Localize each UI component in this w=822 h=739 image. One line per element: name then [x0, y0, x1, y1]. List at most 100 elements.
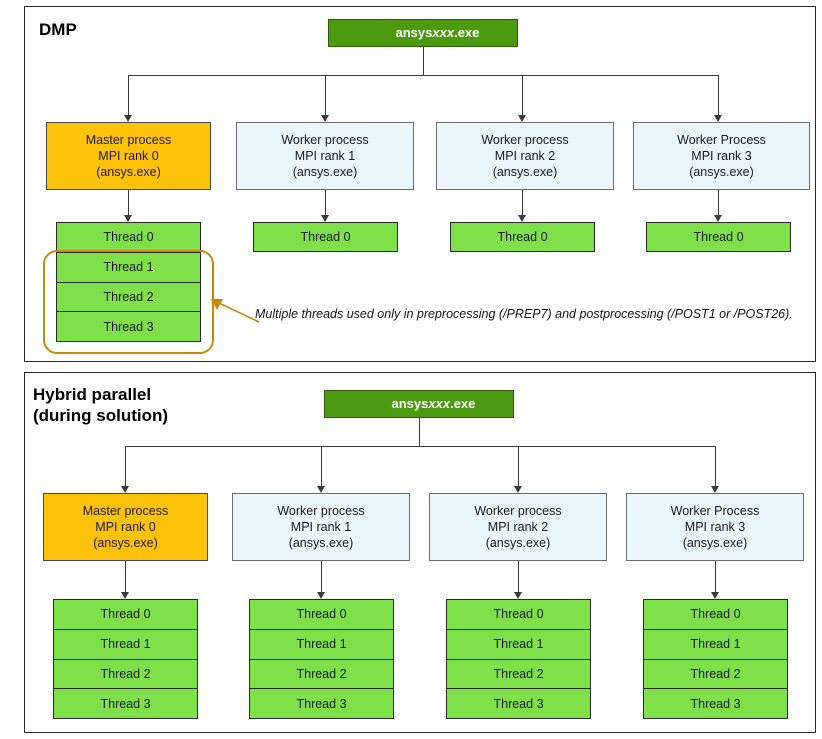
- dmp-process-3-line3: (ansys.exe): [689, 165, 754, 179]
- hybrid-root-process-box: ansysxxx.exe: [324, 390, 514, 418]
- hybrid-connector-drop-2: [518, 446, 519, 488]
- hybrid-root-label-suffix: .exe: [450, 396, 476, 411]
- dmp-thread-arrowhead-3: [714, 215, 722, 222]
- hybrid-process-0-line2: MPI rank 0: [95, 520, 156, 534]
- dmp-thread-arrowhead-2: [518, 215, 526, 222]
- dmp-thread-connector-0: [128, 190, 129, 216]
- hybrid-thread-arrowhead-1: [317, 592, 325, 599]
- dmp-arrowhead-1: [321, 115, 329, 122]
- hybrid-thread-stack-1: Thread 0 Thread 1 Thread 2 Thread 3: [249, 599, 394, 719]
- dmp-root-label-suffix: .exe: [454, 25, 480, 40]
- hybrid-arrowhead-3: [711, 486, 719, 493]
- dmp-process-3-line1: Worker Process: [677, 133, 766, 147]
- dmp-connector-drop-2: [522, 75, 523, 117]
- dmp-process-3-line2: MPI rank 3: [691, 149, 752, 163]
- hybrid-process-2-line1: Worker process: [474, 504, 562, 518]
- hybrid-thread-stack-0: Thread 0 Thread 1 Thread 2 Thread 3: [53, 599, 198, 719]
- dmp-thread-stack-0: Thread 0 Thread 1 Thread 2 Thread 3: [56, 222, 201, 342]
- dmp-process-2-line3: (ansys.exe): [492, 165, 558, 179]
- hybrid-root-label-prefix: ansys: [391, 396, 429, 411]
- dmp-process-2-line2: MPI rank 2: [494, 149, 556, 163]
- hybrid-thread-0-1: Thread 1: [54, 630, 197, 660]
- hybrid-thread-arrowhead-2: [514, 592, 522, 599]
- hybrid-process-1-line1: Worker process: [277, 504, 365, 518]
- dmp-process-box-1: Worker process MPI rank 1 (ansys.exe): [236, 122, 414, 190]
- dmp-thread-2-0: Thread 0: [497, 230, 548, 244]
- dmp-thread-stack-2: Thread 0: [450, 222, 595, 252]
- hybrid-process-3-line2: MPI rank 3: [684, 520, 746, 534]
- dmp-root-process-box: ansysxxx.exe: [328, 19, 518, 47]
- hybrid-process-0-line1: Master process: [82, 504, 169, 518]
- dmp-process-1-line1: Worker process: [281, 133, 369, 147]
- dmp-thread-stack-1: Thread 0: [253, 222, 398, 252]
- hybrid-thread-stack-3: Thread 0 Thread 1 Thread 2 Thread 3: [643, 599, 788, 719]
- dmp-thread-0-2: Thread 2: [57, 283, 200, 313]
- hybrid-thread-connector-3: [715, 561, 716, 593]
- hybrid-thread-2-0: Thread 0: [447, 600, 590, 630]
- dmp-root-label-prefix: ansys: [395, 25, 433, 40]
- hybrid-thread-3-0: Thread 0: [644, 600, 787, 630]
- hybrid-thread-connector-0: [125, 561, 126, 593]
- hybrid-thread-arrowhead-3: [711, 592, 719, 599]
- dmp-thread-0-0: Thread 0: [57, 223, 200, 253]
- panel-dmp-title: DMP: [39, 20, 77, 39]
- hybrid-thread-connector-2: [518, 561, 519, 593]
- dmp-connector-drop-0: [128, 75, 129, 117]
- hybrid-process-0-line3: (ansys.exe): [93, 536, 158, 550]
- hybrid-process-box-0: Master process MPI rank 0 (ansys.exe): [43, 493, 208, 561]
- dmp-process-1-line2: MPI rank 1: [294, 149, 356, 163]
- hybrid-thread-0-0: Thread 0: [54, 600, 197, 630]
- dmp-process-1-line3: (ansys.exe): [292, 165, 358, 179]
- hybrid-thread-3-3: Thread 3: [690, 696, 741, 711]
- hybrid-process-1-line2: MPI rank 1: [290, 520, 352, 534]
- hybrid-thread-1-3: Thread 3: [296, 696, 347, 711]
- multithread-highlight-box: [43, 250, 214, 354]
- dmp-arrowhead-0: [124, 115, 132, 122]
- dmp-thread-1-0: Thread 0: [300, 230, 351, 244]
- hybrid-thread-3-1: Thread 1: [644, 630, 787, 660]
- annotation-arrow-icon: [211, 299, 260, 323]
- dmp-thread-3-0: Thread 0: [693, 230, 744, 244]
- panel-dmp: DMP ansysxxx.exe Master process MPI rank…: [24, 6, 816, 362]
- hybrid-thread-0-3: Thread 3: [100, 696, 151, 711]
- dmp-process-2-line1: Worker process: [481, 133, 569, 147]
- panel-hybrid: Hybrid parallel (during solution) ansysx…: [24, 372, 816, 733]
- hybrid-connector-bus: [125, 446, 715, 447]
- dmp-thread-connector-3: [718, 190, 719, 216]
- hybrid-process-1-line3: (ansys.exe): [288, 536, 354, 550]
- dmp-thread-0-3: Thread 3: [103, 319, 154, 334]
- dmp-process-0-line3: (ansys.exe): [96, 165, 161, 179]
- dmp-connector-stem: [423, 47, 424, 75]
- hybrid-connector-stem: [419, 418, 420, 446]
- hybrid-thread-connector-1: [321, 561, 322, 593]
- dmp-thread-stack-3: Thread 0: [646, 222, 791, 252]
- multithread-annotation-text: Multiple threads used only in preprocess…: [255, 307, 793, 321]
- dmp-connector-drop-3: [718, 75, 719, 117]
- hybrid-root-label-italic: xxx: [428, 396, 451, 411]
- hybrid-process-3-line1: Worker Process: [670, 504, 760, 518]
- hybrid-thread-2-1: Thread 1: [447, 630, 590, 660]
- hybrid-thread-0-2: Thread 2: [54, 660, 197, 690]
- hybrid-process-box-1: Worker process MPI rank 1 (ansys.exe): [232, 493, 410, 561]
- hybrid-thread-2-2: Thread 2: [447, 660, 590, 690]
- dmp-arrowhead-2: [518, 115, 526, 122]
- hybrid-process-2-line3: (ansys.exe): [485, 536, 551, 550]
- dmp-process-box-3: Worker Process MPI rank 3 (ansys.exe): [633, 122, 810, 190]
- hybrid-process-box-2: Worker process MPI rank 2 (ansys.exe): [429, 493, 607, 561]
- dmp-connector-bus: [128, 75, 718, 76]
- hybrid-thread-3-2: Thread 2: [644, 660, 787, 690]
- dmp-thread-arrowhead-1: [321, 215, 329, 222]
- hybrid-connector-drop-1: [321, 446, 322, 488]
- dmp-process-box-2: Worker process MPI rank 2 (ansys.exe): [436, 122, 614, 190]
- hybrid-arrowhead-0: [121, 486, 129, 493]
- panel-hybrid-title: Hybrid parallel (during solution): [33, 385, 169, 425]
- dmp-arrowhead-3: [714, 115, 722, 122]
- dmp-thread-connector-2: [522, 190, 523, 216]
- dmp-thread-0-1: Thread 1: [57, 253, 200, 283]
- hybrid-arrowhead-1: [317, 486, 325, 493]
- dmp-process-0-line1: Master process: [85, 133, 172, 147]
- hybrid-connector-drop-3: [715, 446, 716, 488]
- hybrid-process-box-3: Worker Process MPI rank 3 (ansys.exe): [626, 493, 804, 561]
- hybrid-thread-stack-2: Thread 0 Thread 1 Thread 2 Thread 3: [446, 599, 591, 719]
